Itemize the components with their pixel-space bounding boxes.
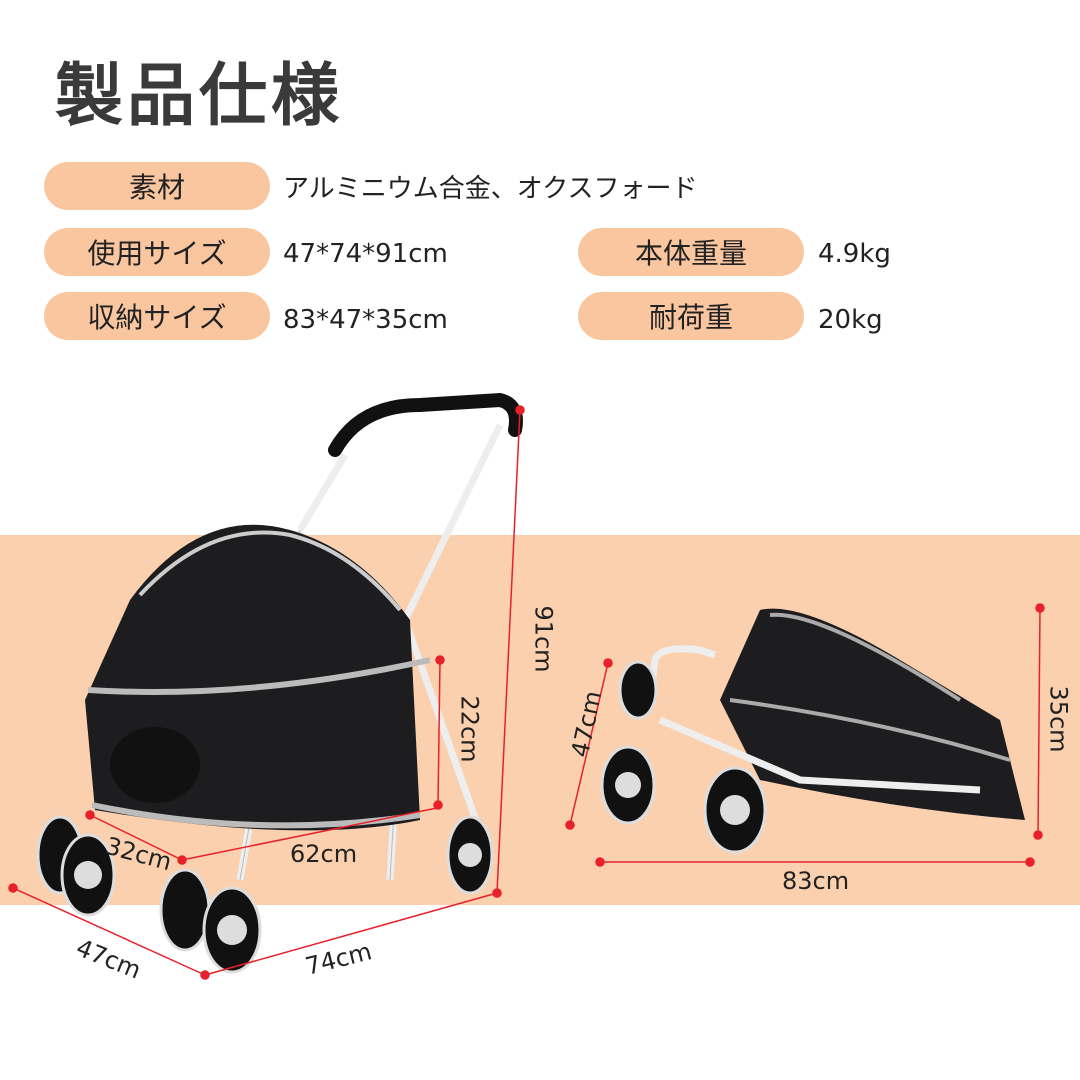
- spec-label-use-size: 使用サイズ: [44, 228, 270, 276]
- spec-value-storage-size: 83*47*35cm: [283, 305, 448, 335]
- spec-label-material: 素材: [44, 162, 270, 210]
- spec-value-material: アルミニウム合金、オクスフォード: [283, 173, 698, 204]
- open-stroller: [36, 392, 523, 974]
- spec-label-weight: 本体重量: [578, 228, 804, 276]
- dimension-lines: [8, 405, 1045, 980]
- dim-open-height: 91cm: [529, 605, 558, 673]
- page-title: 製品仕様: [55, 57, 344, 136]
- dim-folded-height: 35cm: [1044, 685, 1073, 753]
- dim-basket-height: 22cm: [455, 695, 484, 763]
- spec-label-storage-size: 収納サイズ: [44, 292, 270, 340]
- spec-value-use-size: 47*74*91cm: [283, 239, 448, 269]
- spec-value-load: 20kg: [818, 305, 883, 335]
- spec-label-load: 耐荷重: [578, 292, 804, 340]
- folded-stroller: [600, 608, 1025, 854]
- dim-folded-length: 83cm: [782, 867, 850, 895]
- dim-basket-length: 62cm: [290, 840, 358, 868]
- spec-value-weight: 4.9kg: [818, 239, 891, 269]
